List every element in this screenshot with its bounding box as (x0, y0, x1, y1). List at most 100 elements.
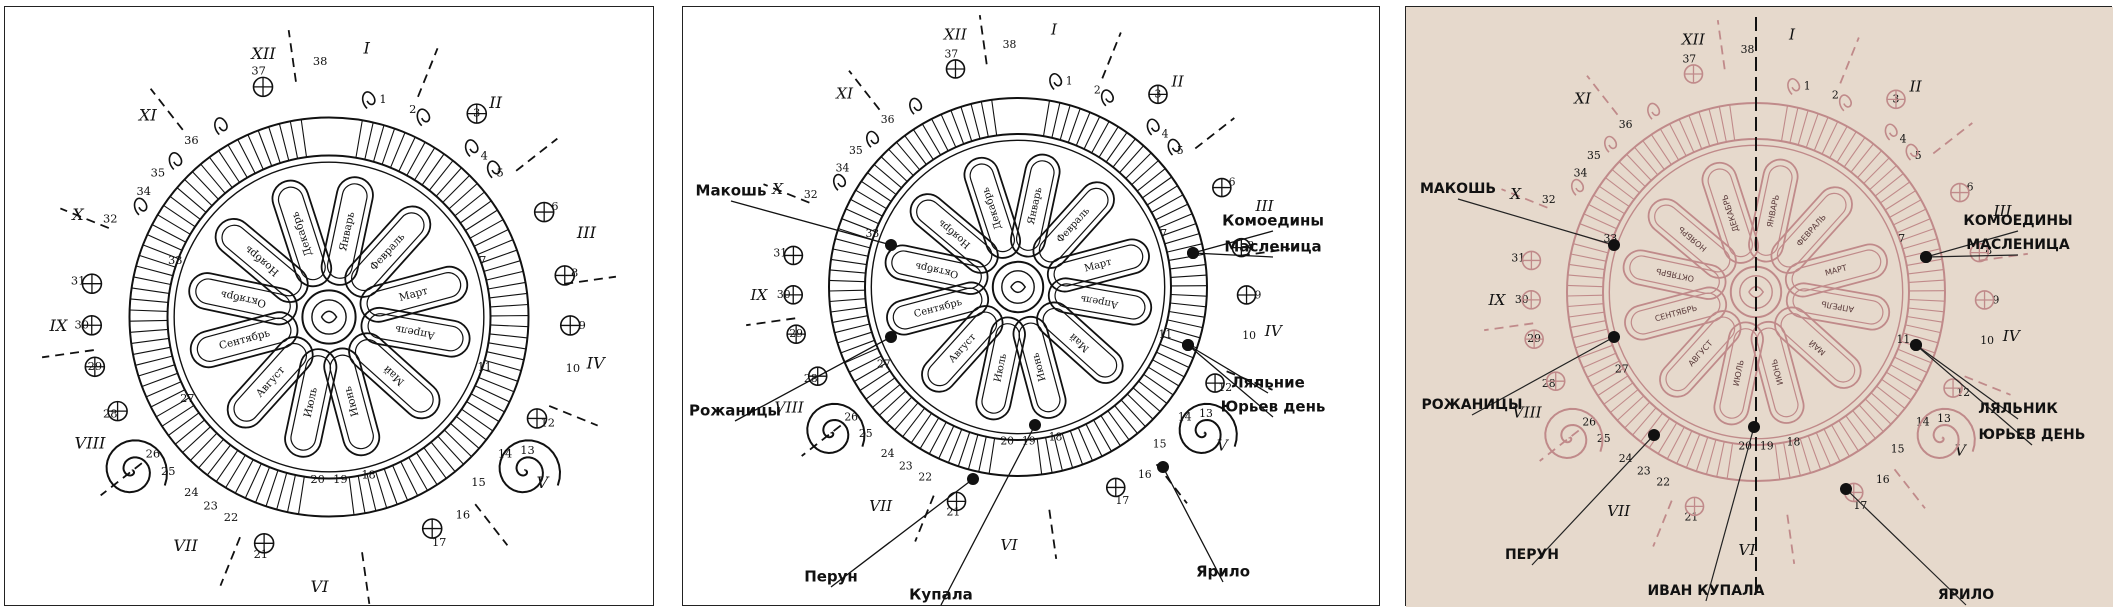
petal-inner-outline (1038, 187, 1109, 263)
day-number: 13 (1199, 407, 1213, 420)
yuriev-day-label: ЮРЬЕВ ДЕНЬ (1979, 427, 2086, 443)
roman-numeral: VII (1607, 502, 1631, 520)
sector-divider-line (1716, 20, 1726, 70)
cross-mark (1685, 497, 1704, 516)
petal-inner-outline (1792, 288, 1884, 325)
cross-mark (1522, 251, 1541, 270)
center-rosette-outer (991, 260, 1045, 314)
spiral-left-icon (806, 402, 866, 455)
holiday-leader-line (1705, 426, 1755, 602)
day-number: 17 (1116, 494, 1130, 507)
day-number: 23 (899, 460, 913, 473)
curl-ornament (1167, 138, 1181, 156)
day-number: 1 (1804, 80, 1811, 93)
petal-inner-outline (981, 323, 1021, 414)
month-petal: Апрель (360, 306, 471, 358)
sector-dividers (41, 29, 617, 605)
curl-ornament (1647, 102, 1661, 120)
petal-inner-outline (1053, 244, 1144, 287)
day-number: 37 (1682, 52, 1696, 65)
cross-mark (527, 408, 547, 428)
petal-inner-outline (233, 342, 307, 422)
day-number: 20 (310, 472, 325, 486)
cross-mark (108, 401, 128, 421)
roman-numeral: I (1788, 25, 1796, 43)
cross-mark (946, 59, 965, 78)
petal-inner-outline (1629, 255, 1720, 295)
roman-numeral: IX (749, 286, 768, 304)
ivan-kupala-label: ИВАН КУПАЛА (1647, 583, 1764, 599)
day-number: 2 (409, 102, 416, 116)
day-number: 20 (1738, 440, 1752, 453)
day-number: 7 (1160, 227, 1167, 240)
petal-inner-outline (891, 250, 982, 290)
petal-outline (1010, 153, 1061, 258)
petal-inner-outline (195, 278, 291, 320)
day-number: 5 (1915, 149, 1922, 162)
day-number: 34 (137, 184, 152, 198)
komoediny-label: Комоедины (1222, 212, 1324, 230)
petal-inner-outline (329, 354, 374, 450)
day-number: 15 (471, 475, 486, 489)
ring-day-ticks (1566, 104, 1946, 480)
holiday-dot (885, 331, 897, 343)
day-number: 7 (479, 253, 486, 267)
month-label: Февраль (368, 231, 408, 273)
holiday-dot (1608, 331, 1620, 343)
petal-inner-outline (196, 317, 292, 362)
cross-mark (1525, 330, 1544, 349)
petal-inner-outline (1018, 322, 1061, 413)
day-number: 13 (520, 443, 535, 457)
holiday-leader-line (1187, 344, 1269, 394)
petal-outline (320, 176, 374, 286)
month-label: Сентябрь (913, 297, 963, 320)
ring-inner-line (870, 139, 1166, 435)
day-number: 4 (1900, 133, 1907, 146)
maslenitsa-label: МАСЛЕНИЦА (1966, 237, 2070, 253)
month-label: Апрель (394, 323, 436, 342)
cross-mark (1975, 290, 1994, 309)
sector-divider-line (1048, 509, 1058, 559)
sector-divider-line (1978, 252, 2028, 262)
roman-numeral: III (1992, 202, 2012, 220)
curl-ornament (833, 173, 847, 191)
cross-mark (784, 285, 803, 304)
makosh-label: Макошь (696, 182, 767, 200)
roman-numeral: VIII (75, 434, 106, 453)
cross-mark (1886, 90, 1905, 109)
petal-outline (1750, 320, 1805, 424)
day-number: 5 (497, 165, 504, 179)
petal-outline (909, 193, 999, 274)
day-number: 26 (146, 447, 161, 461)
curl-ornament (1838, 94, 1852, 112)
sector-divider-line (1839, 37, 1860, 84)
day-number: 34 (836, 162, 850, 175)
petal-outline (1659, 310, 1742, 398)
sector-divider-line (149, 88, 184, 131)
petal-outline (344, 205, 432, 298)
petal-outline (348, 332, 441, 420)
day-number: 37 (251, 64, 266, 78)
holiday-leader-line (1162, 466, 1224, 583)
cross-mark (1546, 372, 1565, 391)
curl-ornament (866, 130, 880, 148)
calendar-ring (128, 116, 530, 518)
month-label: Декабрь (980, 186, 1004, 231)
holiday-dot (1748, 421, 1760, 433)
ring-day-ticks (129, 119, 529, 515)
yarilo-label: Ярило (1196, 563, 1250, 581)
sector-divider-line (1194, 117, 1235, 150)
curl-ornament (464, 139, 479, 158)
roman-numeral: VII (173, 536, 198, 555)
rozhanitsy-label: Рожаницы (689, 402, 781, 420)
petal-inner-outline (221, 224, 302, 297)
roman-numeral: III (1254, 197, 1274, 215)
holiday-leader-line (1915, 344, 2033, 446)
day-number: 15 (1891, 442, 1905, 455)
petal-outline (1784, 243, 1888, 298)
curl-ornament (361, 91, 376, 110)
rozhanitsy-label: РОЖАНИЦЫ (1421, 397, 1522, 413)
day-number: 22 (918, 470, 932, 483)
